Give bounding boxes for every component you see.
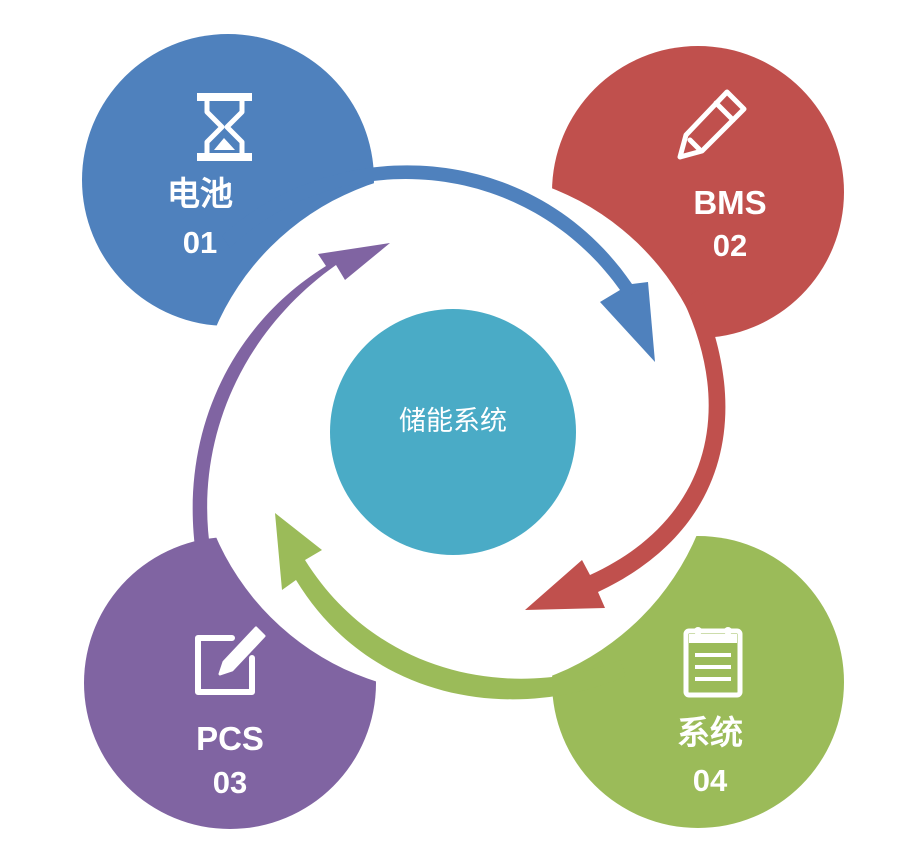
- node-number-system: 04: [692, 763, 728, 798]
- node-title-battery: 电池: [167, 175, 233, 212]
- node-number-bms: 02: [712, 228, 748, 263]
- arrow-bms-to-system: [525, 290, 726, 610]
- arrow-battery-to-bms: [222, 165, 655, 362]
- arrow-pcs-to-battery: [192, 243, 390, 608]
- pencil-icon: [677, 89, 747, 160]
- notepad-icon: [683, 627, 743, 698]
- edit-icon: [195, 626, 266, 695]
- hourglass-icon: [197, 93, 252, 161]
- node-title-system: 系统: [677, 714, 743, 751]
- arrow-system-to-pcs: [275, 513, 626, 700]
- node-title-pcs: PCS: [196, 720, 264, 757]
- node-number-battery: 01: [182, 225, 218, 260]
- center-circle: [330, 309, 576, 555]
- node-title-bms: BMS: [693, 184, 767, 221]
- center-label: 储能系统: [399, 406, 507, 437]
- node-number-pcs: 03: [212, 765, 248, 800]
